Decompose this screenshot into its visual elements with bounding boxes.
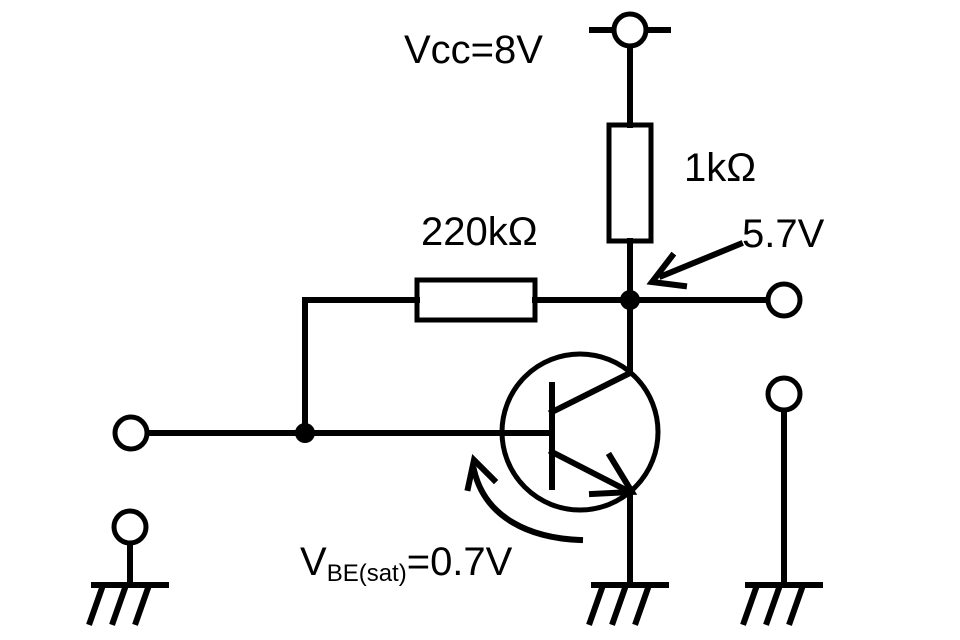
collector-resistor-label: 1kΩ <box>684 146 757 190</box>
output-terminal <box>765 281 803 319</box>
vcc-terminal <box>589 11 671 128</box>
vbe-arrow <box>464 453 584 544</box>
collector-resistor <box>606 122 654 244</box>
input-terminal <box>112 414 150 452</box>
ground-output <box>740 375 823 626</box>
base-resistor-label: 220kΩ <box>421 210 538 254</box>
ground-input <box>86 508 169 626</box>
vbe-sub: BE(sat) <box>326 560 407 587</box>
collector-voltage-label: 5.7V <box>742 212 825 256</box>
vcc-label: Vcc=8V <box>404 28 543 72</box>
vbe-label: VBE(sat)=0.7V <box>300 542 512 586</box>
vbe-main: V <box>300 540 327 584</box>
feedback-path <box>302 277 633 436</box>
npn-transistor <box>499 297 661 588</box>
base-resistor <box>414 277 538 323</box>
vbe-value: =0.7V <box>406 540 513 584</box>
base-node-dot <box>295 423 315 443</box>
collector-voltage-arrow <box>646 240 744 290</box>
ground-emitter <box>586 582 669 626</box>
